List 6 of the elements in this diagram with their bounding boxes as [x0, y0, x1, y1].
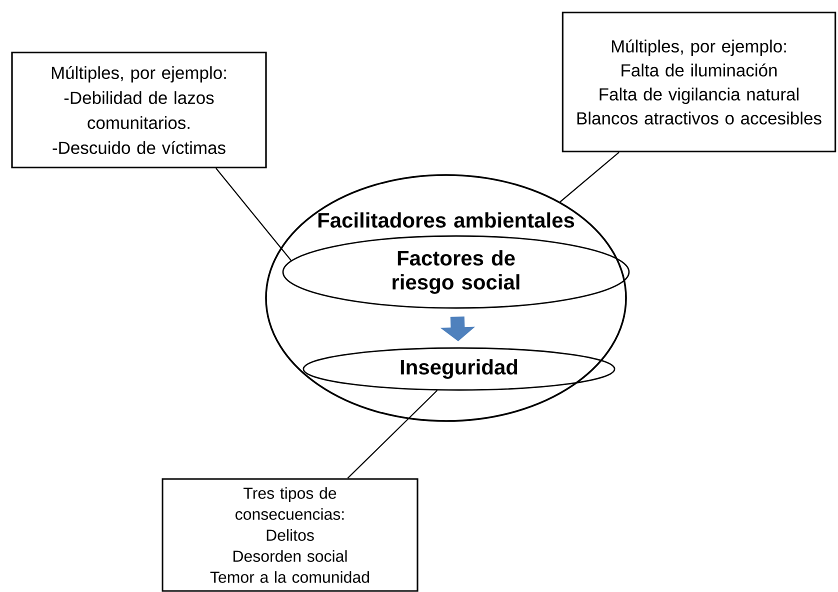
text-box: Múltiples, por ejemplo: -Debilidad de lazos comunitarios. -Descuido de víctimas	[11, 52, 267, 168]
leader-line	[216, 168, 292, 261]
text-box: Tres tipos de consecuencias: Delitos Desorden social Temor a la comunidad	[162, 478, 418, 592]
leader-line	[560, 152, 620, 202]
leader-line	[347, 390, 438, 479]
text-box: Múltiples, por ejemplo: Falta de iluminación Falta de vigilancia natural Blancos atractivos o accesibles	[562, 12, 836, 152]
